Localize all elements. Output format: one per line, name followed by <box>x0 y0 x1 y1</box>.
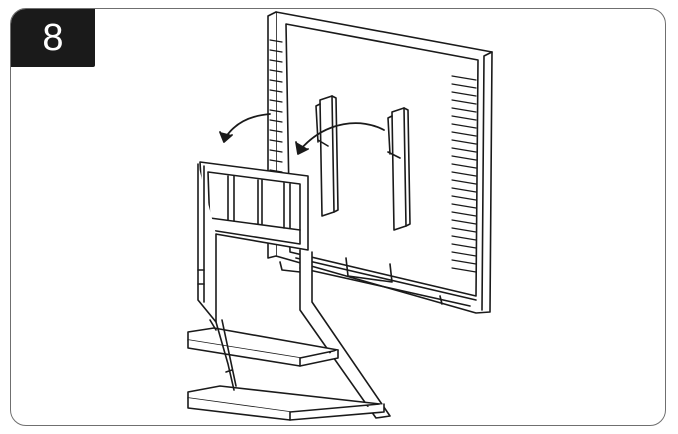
stand <box>187 161 391 421</box>
motion-arrows <box>219 113 385 155</box>
instruction-panel: 8 <box>10 8 666 426</box>
mount-hook-left <box>315 95 339 217</box>
step-number: 8 <box>42 17 64 59</box>
step-badge: 8 <box>11 9 95 67</box>
mount-hook-right <box>387 107 411 231</box>
vent-grille-right <box>451 75 477 273</box>
monitor-back <box>267 11 493 314</box>
